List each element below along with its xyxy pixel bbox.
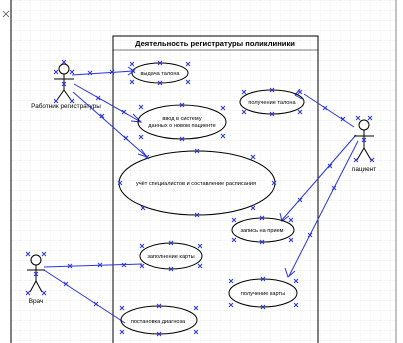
usecase-fill-card-label: заполнение карты [147,254,194,260]
assoc-worker-schedule [72,91,148,158]
arrow-head-issue [127,66,135,76]
assoc-worker-issue [71,70,134,76]
assoc-doctor-diagnosis [43,269,126,324]
usecase-appointment-label: запись на прием [240,228,283,234]
actor-doctor[interactable] [27,254,45,293]
assoc-patient-card [288,140,359,277]
actor-patient[interactable] [354,119,374,161]
arrow-head-card [284,267,296,278]
assoc-worker-enter [73,83,142,123]
actor-doctor-label: Врач [29,298,44,305]
assoc-doctor-fill-card [43,263,143,268]
usecase-schedule-label: учёт специалистов и составление расписан… [136,181,256,187]
actor-registry-worker[interactable] [54,63,74,101]
corner-marks [2,10,10,18]
associations [43,70,359,324]
actor-registry-worker-label: Работник регистратуры [31,102,101,110]
usecase-issue-coupon-label: выдача талона [140,71,180,77]
usecase-diagnosis-label: постановка диагноза [131,319,186,325]
assoc-patient-appointment [281,134,357,221]
usecase-receive-coupon-label: получение талона [248,100,296,106]
use-case-labels: выдача талона ввод в систему данных о но… [131,71,297,325]
usecase-receive-card-label: получение карты [241,291,285,297]
assoc-patient-receive-coupon [303,93,355,128]
usecase-enter-label-line1: ввод в систему [162,116,201,122]
grid-background [11,0,397,343]
usecase-enter-label-line2: данных о новом пациенте [148,123,216,129]
system-boundary [112,35,319,343]
system-title: Деятельность регистратуры поликлиники [135,39,295,48]
arrow-head-enter [130,113,143,123]
actor-patient-label: пациент [352,166,376,173]
usecase-appointment[interactable] [231,217,295,243]
